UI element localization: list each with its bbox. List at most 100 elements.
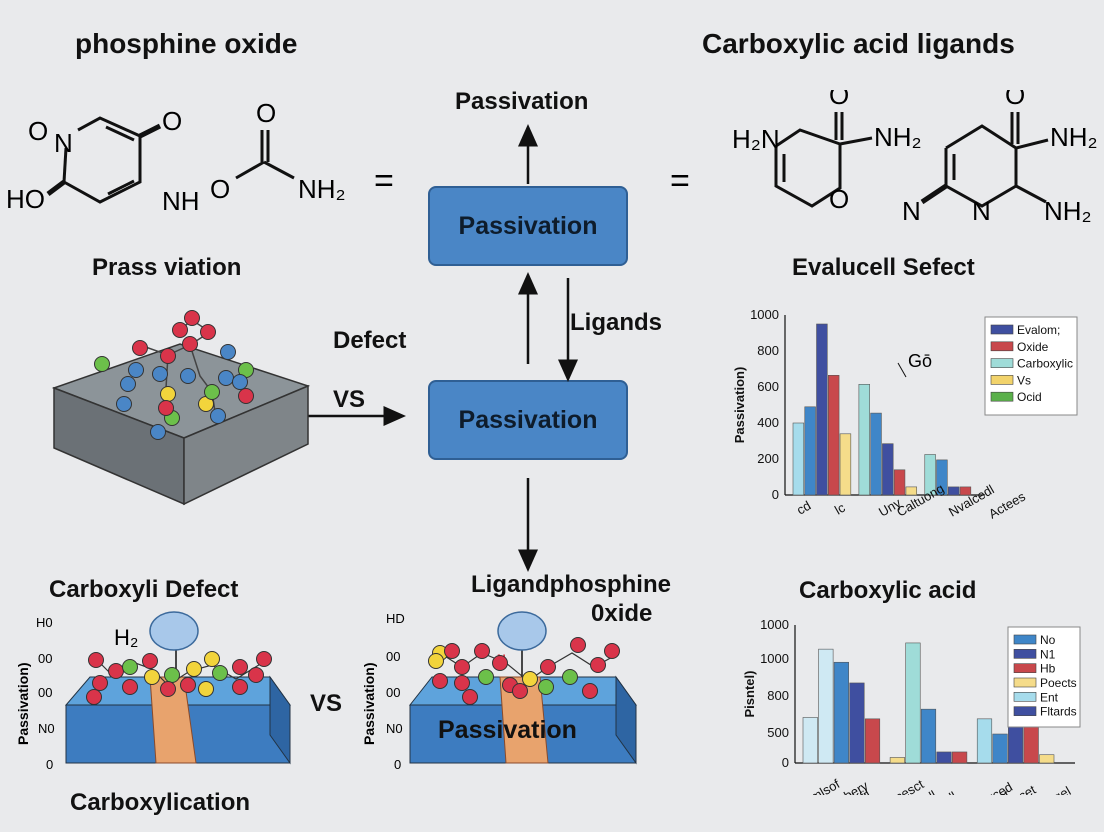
atom [538,679,554,695]
heading-passivation-top: Passivation [455,88,589,115]
bar [992,733,1008,764]
label-vs-bottom: VS [310,690,343,717]
y-tick-label: 1000 [760,617,789,632]
atom [132,340,148,356]
svg-text:00: 00 [38,651,52,666]
x-tick-label: Nalscesct [870,776,927,795]
atom [160,348,176,364]
y-tick-label: 1000 [750,307,779,322]
atom [160,386,176,402]
svg-text:HD: HD [386,611,405,626]
atom [158,400,174,416]
x-tick-label: Lsmlsof [796,776,843,795]
atom [428,653,444,669]
molecule-2 [235,130,295,180]
atom [204,651,220,667]
slab-left-ylabel: Passivation) [15,663,31,745]
legend-swatch [990,391,1014,402]
m4-nh2-bot: NH₂ [1044,196,1092,226]
bar [905,642,921,764]
atom [212,665,228,681]
atom [88,652,104,668]
passivation-box-top: Passivation [428,186,628,266]
legend-entry: Oxide [1017,340,1049,354]
atom [474,643,490,659]
legend-entry: Fltards [1040,705,1077,719]
atom [232,679,248,695]
legend-swatch [990,324,1014,335]
bar [802,717,818,764]
m3-o-top: O [829,90,849,110]
bar [792,422,805,496]
svg-text:N0: N0 [38,721,55,736]
svg-text:00: 00 [386,685,400,700]
atom [116,396,132,412]
y-tick-label: 0 [772,487,779,502]
heading-phosphine-oxide: phosphine oxide [75,28,298,59]
m4-n-mid: N [972,196,991,226]
y-tick-label: 200 [757,451,779,466]
y-axis-label: Passivation) [732,367,747,444]
svg-text:00: 00 [386,649,400,664]
passivation-box-middle: Passivation [428,380,628,460]
m1-o-right: O [162,106,182,136]
legend-entry: Evalom; [1017,323,1060,337]
legend-entry: N1 [1040,647,1056,661]
bar [893,469,906,496]
atom [454,675,470,691]
atom [478,669,494,685]
slab-right-ylabel: Passivation) [361,663,377,745]
bottom-slabs: H₂ H0 00 00 N0 0 Passivation) N HD 00 00… [15,611,637,772]
atom [164,667,180,683]
legend-swatch [990,375,1014,385]
m1-o-top: O [28,116,48,146]
bar [1039,754,1055,764]
bar [952,751,968,764]
m2-o: O [210,174,230,204]
bar [920,708,937,764]
heading-carboxylic-acid: Carboxylic acid [799,577,977,604]
bar [870,412,882,496]
bar [833,661,849,764]
svg-text:0: 0 [394,757,401,772]
atom [432,673,448,689]
x-tick-label: Cell [912,787,939,795]
atom [160,681,176,697]
legend-entry: Poects [1040,676,1077,690]
bar [924,454,936,496]
m3-nh2: NH₂ [874,122,922,152]
legend-swatch [1013,634,1037,645]
bar [882,443,894,496]
atom [232,374,248,390]
y-tick-label: 800 [757,343,779,358]
m3-h2n: H₂N [732,124,780,154]
atom [180,368,196,384]
atom [128,362,144,378]
atom [142,653,158,669]
atom [150,424,166,440]
m4-o-top: O [1005,90,1025,110]
atom [248,667,264,683]
bar [936,751,952,764]
atom [540,659,556,675]
m2-nh: NH [162,186,200,216]
atom [232,659,248,675]
y-tick-label: 400 [757,415,779,430]
bar [947,486,960,496]
atom [198,681,214,697]
legend-swatch [1013,706,1037,716]
slab-left-yticks: H0 00 00 N0 0 [36,615,55,772]
atom [94,356,110,372]
m2-nh2: NH₂ [298,174,346,204]
atom [522,671,538,687]
m1-ho: HO [6,184,45,214]
legend-entry: Ent [1040,690,1059,704]
x-tick-label: lc [832,500,848,518]
atom [92,675,108,691]
atom [444,643,460,659]
x-tick-label: Lsst [984,786,1012,795]
y-tick-label: 800 [767,688,789,703]
equals-right: = [670,162,690,200]
m2-o-top: O [256,98,276,128]
atom [122,679,138,695]
